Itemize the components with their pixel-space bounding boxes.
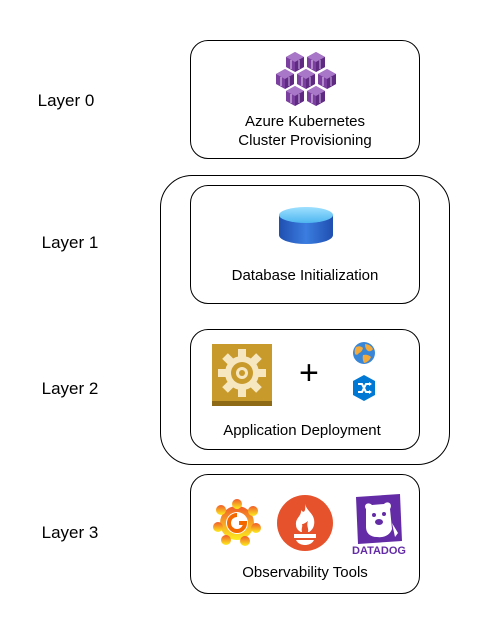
layer-0-caption-line-1: Azure Kubernetes	[244, 113, 366, 130]
layer-3-box: DATADOG Observability Tools	[190, 474, 420, 594]
layer-1-box: Database Initialization	[190, 185, 420, 304]
layer-3-caption: Observability Tools	[242, 564, 368, 581]
layer-1-2-group	[160, 175, 450, 465]
globe-icon	[353, 342, 375, 364]
layer-2-box: + Application Deployment	[190, 329, 420, 450]
kubernetes-cluster-icon	[275, 51, 337, 107]
layer-0-box: Azure Kubernetes Cluster Provisioning	[190, 40, 420, 159]
plus-sign: +	[299, 354, 319, 392]
layer-2-caption: Application Deployment	[223, 422, 381, 439]
layer-1-caption: Database Initialization	[231, 267, 379, 284]
layer-0-caption-line-2: Cluster Provisioning	[238, 132, 372, 149]
layer-3-label: Layer 3	[41, 523, 99, 542]
database-icon	[279, 207, 333, 244]
shuffle-network-icon	[353, 375, 375, 401]
layer-1-label: Layer 1	[41, 233, 99, 252]
layer-0-caption: Azure Kubernetes Cluster Provisioning	[191, 112, 419, 150]
datadog-logo-text: DATADOG	[352, 545, 406, 557]
layer-2-label: Layer 2	[41, 379, 99, 398]
prometheus-icon	[277, 495, 333, 551]
layer-0-label: Layer 0	[37, 91, 95, 110]
app-service-gear-icon	[212, 344, 272, 406]
datadog-icon: DATADOG	[352, 494, 406, 557]
grafana-icon	[213, 499, 261, 546]
